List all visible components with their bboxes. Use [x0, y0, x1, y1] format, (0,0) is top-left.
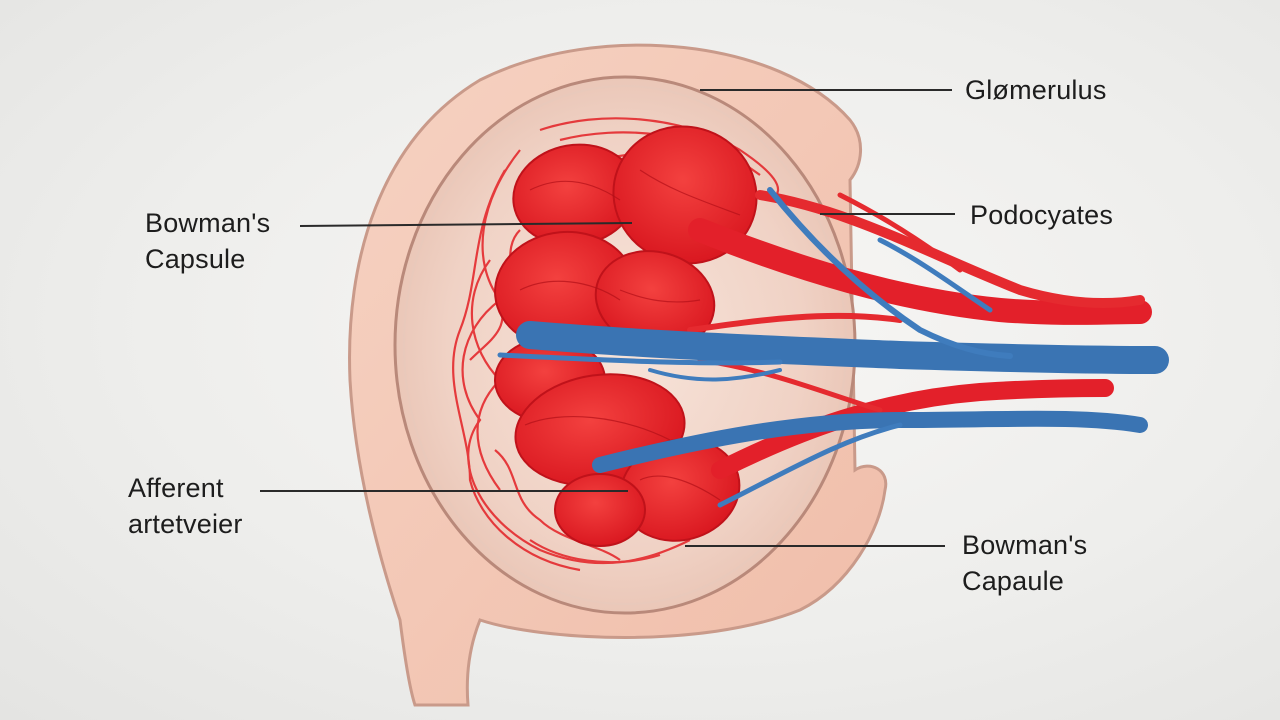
label-line-2: artetveier — [128, 509, 243, 539]
label-line-1: Bowman's — [962, 530, 1088, 560]
lobe-texture — [519, 169, 741, 501]
label-line-1: Bowman's — [145, 208, 271, 238]
label-podocytes: Podocyates — [970, 197, 1113, 233]
label-podocytes-text: Podocyates — [970, 200, 1114, 230]
label-glomerulus-text: Glømerulus — [965, 75, 1107, 105]
lobe — [554, 473, 646, 547]
red-arterioles — [687, 190, 1152, 479]
label-bowmans-capsule-left: Bowman's Capsule — [145, 205, 270, 277]
label-bowmans-capsule-right: Bowman's Capaule — [962, 527, 1087, 599]
leader-lines — [260, 89, 955, 547]
venule-main — [516, 321, 1169, 374]
label-line-2: Capaule — [962, 566, 1064, 596]
blue-venules — [497, 187, 1169, 508]
leader-line-bowman-left — [299, 222, 633, 227]
label-line-2: Capsule — [145, 244, 246, 274]
arteriole-lower — [711, 379, 1114, 479]
label-line-1: Afferent — [128, 473, 224, 503]
label-afferent-arteriole: Afferent artetveier — [128, 470, 243, 542]
arteriole-upper — [688, 218, 1152, 325]
label-glomerulus: Glømerulus — [965, 72, 1107, 108]
